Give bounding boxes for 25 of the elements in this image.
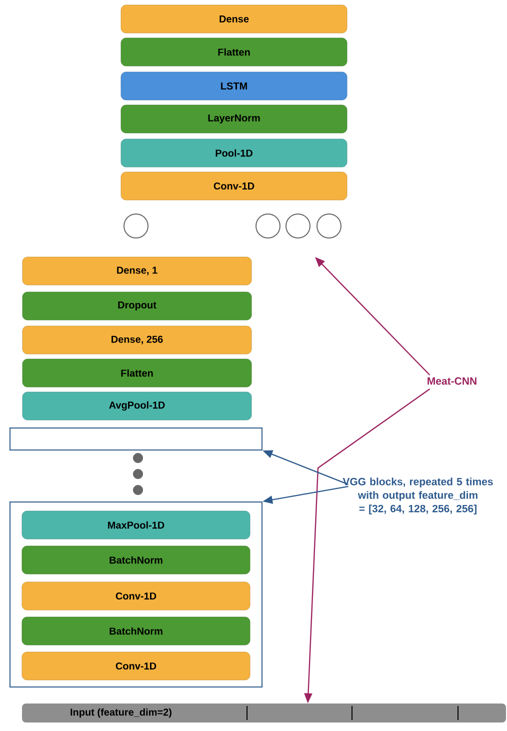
frame-box [10, 428, 262, 450]
frame-box [10, 502, 262, 688]
layer-box: BatchNorm [22, 546, 250, 574]
circle [316, 214, 342, 238]
input-bar: Input (feature_dim=2) [22, 704, 506, 722]
circle [256, 214, 280, 238]
layer-box: Dense, 256 [22, 326, 252, 354]
layer-box: LSTM [120, 72, 348, 100]
layer-box: AvgPool-1D [22, 392, 252, 420]
layer-box: MaxPool-1D [22, 510, 250, 540]
layer-box: Dense, 1 [22, 256, 252, 286]
layer-box: Pool-1D [120, 138, 348, 168]
layer-box: Conv-1D [22, 582, 250, 610]
layer-box: Conv-1D [120, 172, 348, 200]
layer-box: BatchNorm [22, 616, 250, 646]
circle [124, 214, 148, 238]
annotation-text: VGG blocks, repeated 5 times with output feature_dim = [32, 64, 128, 256, 256] [334, 476, 502, 516]
layer-box: Flatten [120, 38, 348, 66]
annotation-text: Meat-CNN [426, 376, 478, 386]
layer-box: Dense [120, 4, 348, 34]
layer-box: Flatten [22, 358, 252, 388]
circle [286, 214, 310, 238]
layer-box: Conv-1D [22, 652, 250, 680]
layer-box: Dropout [22, 292, 252, 320]
layer-box: LayerNorm [120, 104, 348, 134]
